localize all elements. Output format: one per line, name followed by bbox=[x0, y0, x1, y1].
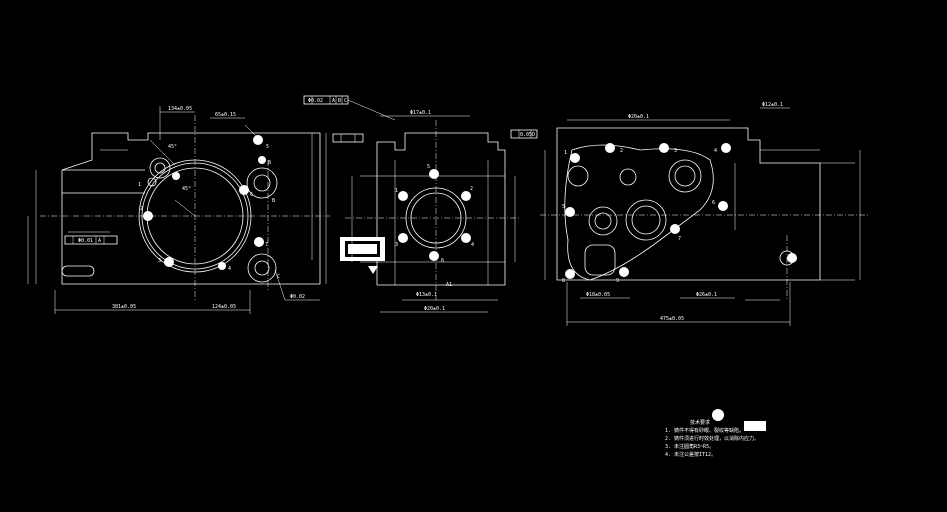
right-marker-4: 4 bbox=[714, 148, 717, 154]
right-dim-18: Φ18±0.05 bbox=[586, 292, 610, 298]
mid-datum-d: D bbox=[532, 132, 535, 138]
left-marker-4: 4 bbox=[228, 266, 231, 272]
middle-view: Φ0.02 A B C 0.05 D Φ17±0.1 Φ13±0.1 Φ20±0… bbox=[303, 95, 538, 313]
right-marker-2: 2 bbox=[620, 148, 623, 154]
notes-line-3: 3. 未注圆角R3~R5。 bbox=[665, 443, 714, 450]
mid-marker-1: 1 bbox=[395, 188, 398, 194]
right-dim-12: Φ12±0.1 bbox=[762, 102, 783, 108]
mid-marker-6: 6 bbox=[441, 258, 444, 264]
right-dim-26: Φ26±0.1 bbox=[696, 292, 717, 298]
left-marker-3: 3 bbox=[158, 258, 161, 264]
mid-datum-b: B bbox=[338, 98, 341, 104]
left-marker-8: 8 bbox=[268, 160, 271, 166]
left-view: 381±0.05 124±0.05 134±0.05 65±0.15 45° 4… bbox=[27, 106, 330, 314]
fcf-phi-002: Φ0.02 bbox=[290, 294, 305, 300]
mid-marker-3: 3 bbox=[395, 242, 398, 248]
angle-45-a: 45° bbox=[168, 144, 177, 150]
right-marker-5: 5 bbox=[562, 204, 565, 210]
mid-datum-a: A bbox=[332, 98, 335, 104]
left-marker-5: 5 bbox=[266, 144, 269, 150]
mid-dim-20: Φ20±0.1 bbox=[424, 306, 445, 312]
left-marker-7: 7 bbox=[265, 242, 268, 248]
notes-line-1: 1. 铸件不得有砂眼、裂纹等缺陷。 bbox=[665, 427, 744, 434]
mid-tol-005: 0.05 bbox=[520, 132, 532, 138]
right-dim-475: 475±0.05 bbox=[660, 316, 684, 322]
left-marker-6: 6 bbox=[250, 192, 253, 198]
notes-line-2: 2. 铸件须进行时效处理，以消除内应力。 bbox=[665, 435, 759, 442]
mid-dim-17: Φ17±0.1 bbox=[410, 110, 431, 116]
mid-marker-5: 5 bbox=[427, 164, 430, 170]
mid-datum-a1: A1 bbox=[446, 282, 452, 288]
left-marker-1: 1 bbox=[138, 182, 141, 188]
left-marker-2: 2 bbox=[140, 206, 143, 212]
dim-134: 134±0.05 bbox=[168, 106, 192, 112]
right-view: 475±0.05 Φ18±0.05 Φ26±0.1 Φ20±0.1 Φ12±0.… bbox=[540, 102, 870, 326]
angle-45-b: 45° bbox=[182, 186, 191, 192]
technical-notes: 技术要求 1. 铸件不得有砂眼、裂纹等缺陷。 2. 铸件须进行时效处理，以消除内… bbox=[665, 409, 766, 458]
notes-title: 技术要求 bbox=[690, 419, 710, 426]
mid-marker-4: 4 bbox=[471, 242, 474, 248]
notes-line-4: 4. 未注公差按IT12。 bbox=[665, 451, 716, 458]
mid-marker-2: 2 bbox=[470, 186, 473, 192]
datum-c: C bbox=[277, 274, 280, 280]
mid-fcf-phi: Φ0.02 bbox=[308, 98, 323, 104]
fcf-phi-001: Φ0.01 bbox=[78, 238, 93, 244]
right-marker-6: 6 bbox=[712, 200, 715, 206]
right-marker-9: 9 bbox=[616, 278, 619, 284]
datum-a: A bbox=[98, 238, 101, 244]
mid-datum-c: C bbox=[344, 98, 347, 104]
dim-381: 381±0.05 bbox=[112, 304, 136, 310]
right-marker-8: 8 bbox=[562, 278, 565, 284]
mid-dim-13: Φ13±0.1 bbox=[416, 292, 437, 298]
datum-b: B bbox=[272, 198, 275, 204]
dim-65: 65±0.15 bbox=[215, 112, 236, 118]
right-marker-1: 1 bbox=[564, 150, 567, 156]
right-marker-3: 3 bbox=[674, 148, 677, 154]
dim-124: 124±0.05 bbox=[212, 304, 236, 310]
right-dim-20: Φ20±0.1 bbox=[628, 114, 649, 120]
right-marker-7: 7 bbox=[678, 236, 681, 242]
